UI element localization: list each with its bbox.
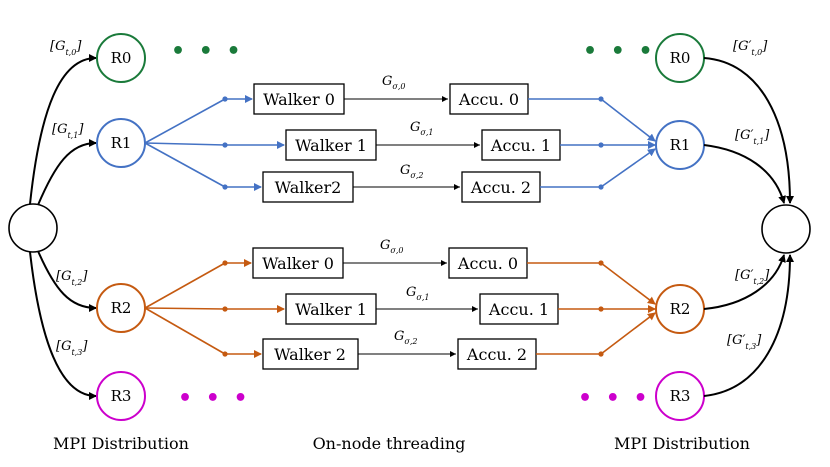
rank-label: R2 [670, 300, 691, 318]
walker-box-r1-1 [285, 129, 377, 161]
walker-label: Walker 0 [263, 90, 335, 109]
edge-r3-sink [703, 254, 794, 397]
edge-source-r3 [29, 251, 97, 400]
label-g-t1: [Gt,1] [52, 122, 84, 140]
caption-right: MPI Distribution [614, 434, 750, 453]
sink-node [761, 204, 811, 254]
rank-label: R0 [111, 49, 132, 67]
edge-label-g-sigma: Gσ,0 [380, 238, 403, 255]
edge-r2-sink [703, 254, 786, 310]
thread-group-r1: Walker 0 Gσ,0 Accu. 0 Walker 1 Gσ,1 Accu… [144, 74, 656, 203]
rank-label: R3 [670, 387, 691, 405]
walker-box-r2-1 [285, 293, 377, 325]
caption-left: MPI Distribution [53, 434, 189, 453]
walker-label: Walker 1 [295, 136, 367, 155]
caption-center: On-node threading [313, 434, 466, 453]
source-node [8, 203, 58, 253]
label-gprime-t1: [G′t,1] [735, 128, 770, 146]
accu-box-r2-2 [457, 338, 537, 370]
rank-label: R3 [111, 387, 132, 405]
edge-label-g-sigma: Gσ,0 [382, 74, 405, 91]
accu-label: Accu. 2 [466, 345, 527, 364]
walker-label: Walker2 [275, 178, 342, 197]
rank-label: R1 [670, 136, 691, 154]
rank-node-left-r1: R1 [96, 118, 146, 168]
label-g-t0: [Gt,0] [50, 39, 82, 57]
ellipsis-r0-right: • • • [583, 39, 656, 64]
accu-label: Accu. 2 [470, 178, 531, 197]
accu-box-r1-2 [461, 171, 541, 203]
ellipsis-r0-left: • • • [171, 39, 244, 64]
walker-box-r1-0 [253, 83, 345, 115]
rank-label: R0 [670, 49, 691, 67]
edge-label-g-sigma: Gσ,2 [400, 163, 423, 180]
rank-node-right-r2: R2 [655, 284, 705, 334]
accu-box-r1-1 [481, 129, 561, 161]
edge-label-g-sigma: Gσ,1 [410, 120, 433, 137]
accu-label: Accu. 0 [457, 254, 518, 273]
accu-label: Accu. 1 [490, 136, 551, 155]
edge-source-r0 [29, 54, 97, 205]
rank-node-left-r0: R0 [96, 33, 146, 83]
walker-label: Walker 1 [295, 300, 367, 319]
label-gprime-t2: [G′t,2] [735, 268, 770, 286]
rank-node-right-r0: R0 [655, 33, 705, 83]
walker-label: Walker 0 [262, 254, 334, 273]
edge-source-r1 [37, 139, 97, 206]
edge-label-g-sigma: Gσ,2 [394, 329, 417, 346]
edge-r0-sink [703, 57, 794, 204]
accu-label: Accu. 1 [488, 300, 549, 319]
ellipsis-r3-left: • • • [178, 386, 251, 411]
label-gprime-t0: [G′t,0] [733, 39, 768, 57]
accu-label: Accu. 0 [458, 90, 519, 109]
rank-label: R1 [111, 134, 132, 152]
rank-label: R2 [111, 299, 132, 317]
label-g-t2: [Gt,2] [56, 269, 88, 287]
edge-r1-sink [703, 144, 787, 204]
accu-box-r1-0 [449, 83, 529, 115]
label-g-t3: [Gt,3] [56, 339, 88, 357]
edge-source-r2 [37, 250, 97, 312]
ellipsis-r3-right: • • • [578, 386, 651, 411]
rank-node-left-r3: R3 [96, 371, 146, 421]
rank-node-right-r3: R3 [655, 371, 705, 421]
thread-group-r2: Walker 0 Gσ,0 Accu. 0 Walker 1 Gσ,1 Accu… [144, 238, 656, 370]
rank-node-left-r2: R2 [96, 283, 146, 333]
rank-node-right-r1: R1 [655, 120, 705, 170]
edge-label-g-sigma: Gσ,1 [406, 285, 429, 302]
walker-label: Walker 2 [274, 345, 346, 364]
label-gprime-t3: [G′t,3] [727, 333, 762, 351]
